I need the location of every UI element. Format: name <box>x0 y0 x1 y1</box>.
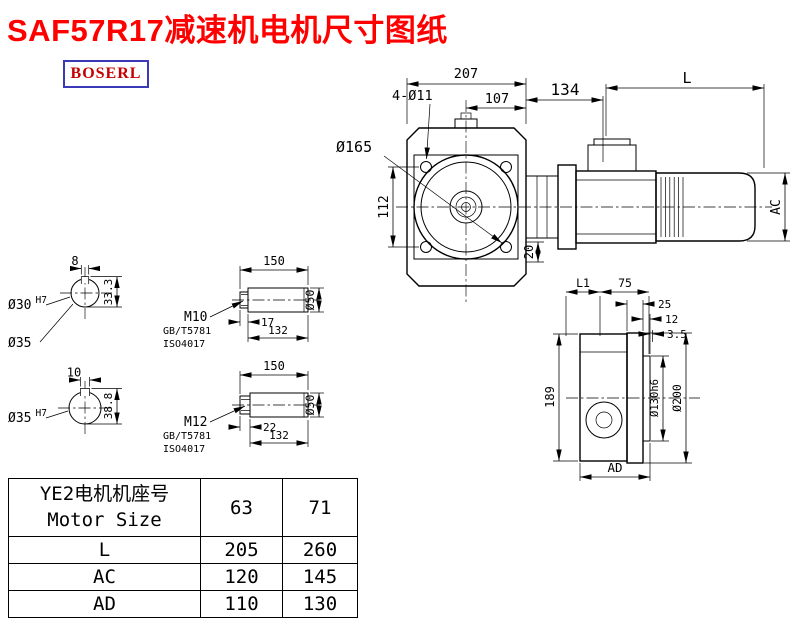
side-flange-dia-label: Ø200 <box>670 384 684 412</box>
dim-total-width: 207 <box>454 66 478 82</box>
bore-tol-1: H7 <box>36 295 47 306</box>
pilot-dia-label: Ø130h6 <box>649 379 661 417</box>
ac-value-71: 145 <box>282 563 358 591</box>
bolt-holes-label: 4-Ø11 <box>392 88 433 104</box>
shaft2-thread: M12 <box>184 415 207 430</box>
shaft1-std-gb: GB/T5781 <box>163 326 211 337</box>
brand-logo: BOSERL <box>63 60 149 88</box>
dim-keyway-height-2: 38.8 <box>102 393 115 420</box>
table-header-row: YE2电机机座号 Motor Size 63 71 <box>8 478 358 537</box>
hub-dia-1: Ø35 <box>8 336 31 351</box>
shaft2-thread-length: 22 <box>263 421 276 434</box>
bore-section-2: 10 Ø35 H7 38.8 <box>8 366 122 435</box>
ad-value-63: 110 <box>200 590 283 618</box>
dim-25: 25 <box>658 298 671 311</box>
row-label-ad: AD <box>8 590 201 618</box>
motor-size-table: YE2电机机座号 Motor Size 63 71 L 205 260 AC 1… <box>8 478 358 618</box>
shaft1-std-iso: ISO4017 <box>163 339 205 350</box>
table-row-ad: AD 110 130 <box>8 590 358 618</box>
shaft2-dia: Ø50 <box>303 395 317 416</box>
ac-value-63: 120 <box>200 563 283 591</box>
shaft-detail-1: 150 M10 GB/T5781 ISO4017 17 132 Ø50 <box>163 254 324 350</box>
shaft1-thread: M10 <box>184 310 207 325</box>
dim-3-5: 3.5 <box>667 328 687 341</box>
shaft1-thread-length: 17 <box>261 316 274 329</box>
header-cn: YE2电机机座号 <box>39 482 170 505</box>
l-value-71: 260 <box>282 536 358 564</box>
bore-tol-2: H7 <box>36 408 47 419</box>
dim-gap: 20 <box>522 245 536 259</box>
gearbox-front-view <box>396 100 772 302</box>
motor-profile <box>525 138 756 250</box>
shaft2-body-length: 132 <box>269 429 289 442</box>
shaft2-std-iso: ISO4017 <box>163 444 205 455</box>
flange-dia-label: Ø165 <box>336 138 372 156</box>
bore-section-1: 8 Ø30 H7 33.3 Ø35 <box>8 254 122 351</box>
row-label-l: L <box>8 536 201 564</box>
dim-flange-width: 107 <box>485 91 509 107</box>
output-side-view: 189 L1 75 25 12 3.5 Ø130h6 <box>543 276 700 481</box>
bore-dia-2: Ø35 <box>8 411 31 426</box>
shaft1-dia: Ø50 <box>303 290 317 311</box>
shaft2-std-gb: GB/T5781 <box>163 431 211 442</box>
front-view-dimensions: 207 107 4-Ø11 Ø165 134 L 112 AC <box>336 66 790 263</box>
header-cell: YE2电机机座号 Motor Size <box>8 478 201 537</box>
l-value-63: 205 <box>200 536 283 564</box>
size-col-63: 63 <box>200 478 283 537</box>
dim-adapter-length: 134 <box>551 80 580 99</box>
dim-side-height: 189 <box>543 386 557 408</box>
header-en: Motor Size <box>47 508 162 531</box>
size-col-71: 71 <box>282 478 358 537</box>
dim-l1: L1 <box>576 276 590 290</box>
table-row-l: L 205 260 <box>8 536 358 564</box>
page-title: SAF57R17减速机电机尺寸图纸 <box>7 13 448 48</box>
dim-75: 75 <box>618 276 632 290</box>
ad-value-71: 130 <box>282 590 358 618</box>
shaft1-length: 150 <box>263 254 285 268</box>
row-label-ac: AC <box>8 563 201 591</box>
dim-motor-height: AC <box>769 199 784 215</box>
bore-dia-1: Ø30 <box>8 298 31 313</box>
dim-keyway-height-1: 33.3 <box>102 279 115 306</box>
shaft1-body-length: 132 <box>268 324 288 337</box>
dim-12: 12 <box>665 313 678 326</box>
shaft-detail-2: 150 M12 GB/T5781 ISO4017 22 132 Ø50 <box>163 359 324 455</box>
shaft2-length: 150 <box>263 359 285 373</box>
dim-ad: AD <box>607 460 622 475</box>
dim-hole-spacing: 112 <box>377 195 392 218</box>
dim-motor-length: L <box>682 69 691 87</box>
dim-key-width-1: 8 <box>71 254 78 268</box>
table-row-ac: AC 120 145 <box>8 563 358 591</box>
dim-key-width-2: 10 <box>67 366 81 380</box>
